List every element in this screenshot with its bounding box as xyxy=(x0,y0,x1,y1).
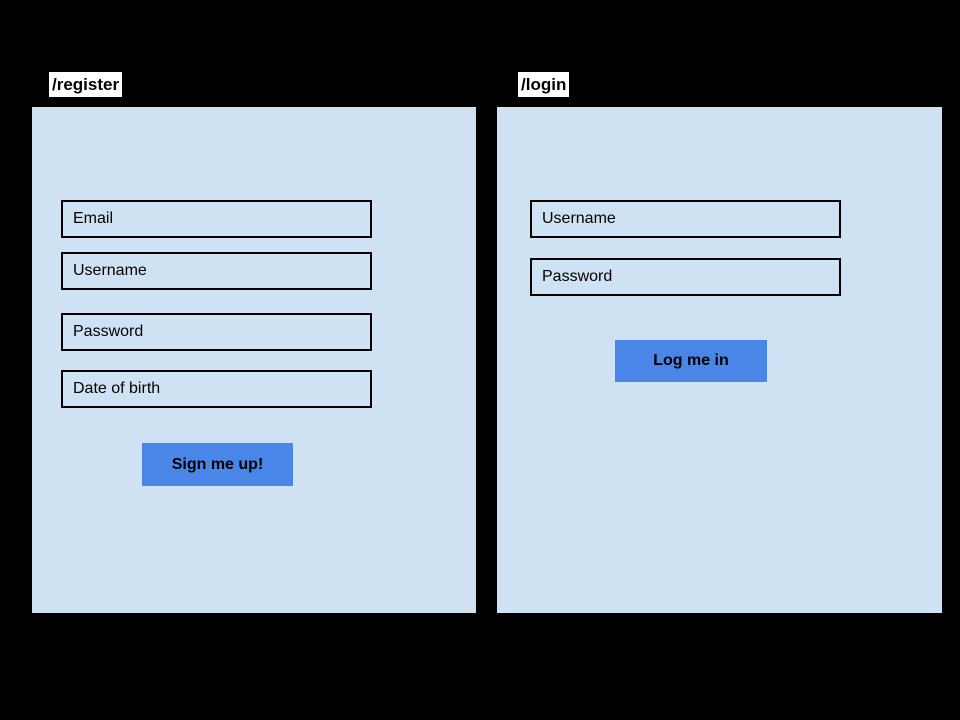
login-password-field[interactable]: Password xyxy=(530,258,841,296)
email-field-placeholder: Email xyxy=(73,210,114,227)
password-field-placeholder: Password xyxy=(73,323,144,340)
login-panel: Username Password Log me in xyxy=(497,107,942,613)
password-field[interactable]: Password xyxy=(61,313,372,351)
log-me-in-button[interactable]: Log me in xyxy=(615,340,767,382)
username-field-placeholder: Username xyxy=(73,262,147,279)
email-field[interactable]: Email xyxy=(61,200,372,238)
sign-me-up-button[interactable]: Sign me up! xyxy=(142,443,293,486)
date-of-birth-field[interactable]: Date of birth xyxy=(61,370,372,408)
register-route-label: /register xyxy=(49,72,123,97)
login-username-field-placeholder: Username xyxy=(542,210,616,227)
username-field[interactable]: Username xyxy=(61,252,372,290)
login-username-field[interactable]: Username xyxy=(530,200,841,238)
date-of-birth-field-placeholder: Date of birth xyxy=(73,380,161,397)
login-route-label: /login xyxy=(518,72,570,97)
register-panel: Email Username Password Date of birth Si… xyxy=(32,107,476,613)
login-password-field-placeholder: Password xyxy=(542,268,613,285)
